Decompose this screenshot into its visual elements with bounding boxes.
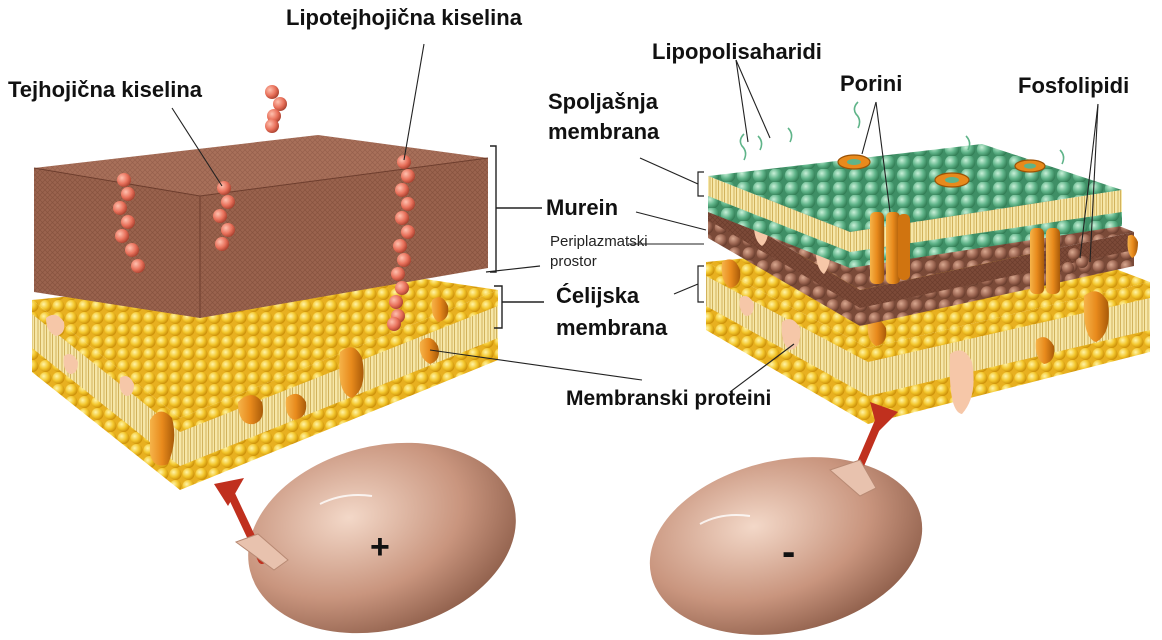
cell-membrane-bracket-left [494,286,544,328]
gn-protein [950,350,974,414]
label-cell-membrane-line2: membrana [556,316,667,339]
gram-negative-sign: - [782,530,795,575]
murein-pointer [636,212,706,230]
porin-pointer [862,102,876,154]
label-lipoteichoic-acid: Lipotejhojična kiselina [286,6,522,29]
murein-bracket [490,146,542,272]
lps-pointer [736,60,770,138]
label-periplasmic-line2: prostor [550,254,597,270]
label-lipopolysaccharides: Lipopolisaharidi [652,40,822,63]
free-teichoic-fragment [265,85,287,133]
label-membrane-proteins: Membranski proteini [566,388,771,410]
label-murein: Murein [546,196,618,219]
label-porins: Porini [840,72,902,95]
porin-channel [870,212,910,284]
lps-pointer [736,60,748,142]
label-outer-membrane-line1: Spoljašnja [548,90,658,113]
label-periplasmic-line1: Periplazmatski [550,234,648,250]
periplasm-bracket-left [486,266,540,272]
cell-membrane-bracket-right [674,266,704,302]
gram-positive-wall [32,85,544,490]
outer-membrane-bracket [640,158,704,196]
gram-negative-cell [633,402,939,635]
label-cell-membrane-line1: Ćelijska [556,284,639,307]
lipoteichoic-pointer [404,44,424,160]
label-outer-membrane-line2: membrana [548,120,659,143]
gram-positive-sign: + [370,528,390,567]
label-teichoic-acid: Tejhojična kiselina [8,78,202,101]
label-phospholipids: Fosfolipidi [1018,74,1129,97]
gram-negative-wall [628,102,1150,424]
